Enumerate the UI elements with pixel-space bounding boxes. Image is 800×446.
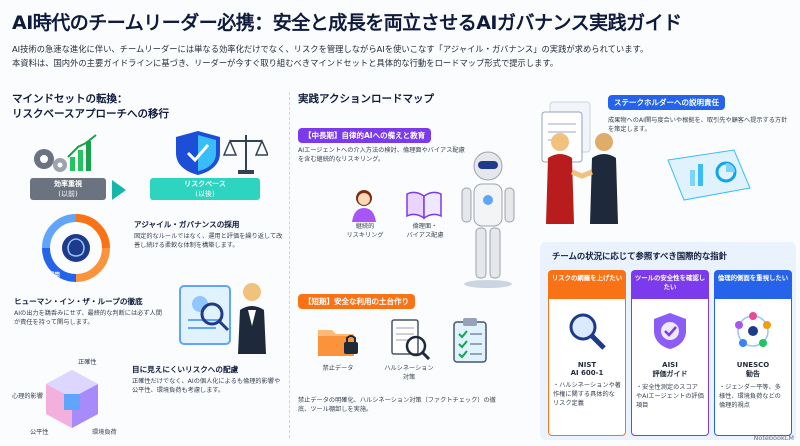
short-term-body: 禁止データの明確化、ハルシネーション対策（ファクトチェック）の徹底、ツール棚卸し…	[298, 397, 496, 413]
shield-check-icon	[650, 311, 690, 351]
page-title: AI時代のチームリーダー必携：安全と成長を両立させるAIガバナンス実践ガイド	[12, 12, 682, 34]
nist-name: NIST	[577, 361, 597, 369]
cube-label-accuracy: 正確性	[78, 359, 97, 366]
hidden-risk-body: 正確性だけでなく、AIの個人化によるも倫理的影響や公平性、環境負荷も考慮します。	[132, 378, 281, 394]
hallucination-label: ハルシネーション 対策	[376, 364, 442, 382]
hitl-block: ヒューマン・イン・ザ・ループの徹底 AIの出力を鵜呑みにせず、最終的な判断には必…	[14, 296, 164, 327]
footer-watermark: NotebookLM	[753, 434, 794, 442]
stakeholder-body: 成果物へのAI関与度合いや根拠を、取引先や顧客へ提示する方針を策定します。	[608, 117, 788, 133]
reskilling-person-icon	[346, 188, 382, 222]
reskilling-label-2: リスキリング	[346, 232, 384, 239]
intro-line-1: AI技術の急速な進化に伴い、チームリーダーには単なる効率化だけでなく、リスクを管…	[12, 44, 649, 54]
unesco-name: UNESCO	[736, 361, 770, 369]
agile-cycle-icon	[30, 212, 122, 282]
aisi-name-2: 評価ガイド	[652, 370, 688, 378]
arrow-icon	[112, 180, 126, 200]
mindset-heading: マインドセットの転換： リスクベースアプローチへの移行	[12, 92, 282, 122]
aisi-head: ツールの安全性を確認したい	[632, 271, 708, 299]
cube-label-environment: 環境負荷	[92, 429, 117, 436]
unesco-points: ・ジェンダー平等、多様性、環境負荷などの倫理的視点	[719, 384, 781, 409]
cube-label-psych: 心理的影響	[12, 393, 43, 400]
efficiency-gears-icon	[30, 133, 100, 175]
hitl-body: AIの出力を鵜呑みにせず、最終的な判断には必ず人間が責任を持って関与します。	[14, 310, 162, 326]
aisi-points: ・安全性測定のスコアやAIエージェントの評価項目	[636, 384, 704, 409]
reskilling-label-1: 継続的	[355, 223, 375, 230]
magnifier-icon	[567, 311, 607, 351]
cycle-label: 運用	[48, 272, 61, 279]
mid-term-tag: 【中長期】自律的AIへの備えと教育	[298, 128, 432, 143]
guidelines-heading: チームの状況に応じて参照すべき国際的な指針	[552, 251, 728, 261]
nist-head: リスクの網羅を上げたい	[549, 271, 625, 299]
stakeholder-tag: ステークホルダーへの説明責任	[608, 95, 725, 110]
agile-title: アジャイル・ガバナンスの採用	[134, 220, 240, 229]
agile-body: 固定的なルールではなく、運用と評価を繰り返して改善し続ける柔軟な体制を構築します…	[134, 233, 283, 249]
intro-line-2: 本資料は、国内外の主要ガイドラインに基づき、リーダーが今すぐ取り組むべきマインド…	[12, 58, 559, 68]
new-mindset-label: リスクベース (以後)	[150, 178, 260, 200]
guideline-card-nist: リスクの網羅を上げたい NIST AI 600-1 ・ハルシネーションや著作権に…	[548, 270, 626, 436]
guideline-card-aisi: ツールの安全性を確認したい AISI 評価ガイド ・安全性測定のスコアやAIエー…	[631, 270, 709, 436]
hidden-risk-title: 目に見えにくいリスクへの配慮	[132, 365, 239, 374]
book-icon	[405, 190, 443, 220]
hidden-risk-block: 目に見えにくいリスクへの配慮 正確性だけでなく、AIの個人化によるも倫理的影響や…	[132, 364, 282, 395]
bias-label-1: 倫理面・	[412, 223, 438, 230]
bias-label: 倫理面・ バイアス配慮	[394, 222, 456, 240]
intro-text: AI技術の急速な進化に伴い、チームリーダーには単なる効率化だけでなく、リスクを管…	[12, 42, 788, 70]
aisi-name: AISI	[662, 361, 678, 369]
unesco-head: 倫理的側面を重視したい	[715, 271, 791, 299]
roadmap-heading: 実践アクションロードマップ	[298, 93, 434, 105]
hologram-screen-icon	[664, 148, 754, 206]
hitl-title: ヒューマン・イン・ザ・ループの徹底	[14, 297, 143, 306]
handshake-icon	[538, 128, 628, 224]
mindset-heading-line-1: マインドセットの転換：	[12, 93, 128, 105]
new-mindset-text: リスクベース	[184, 180, 226, 188]
mid-term-body: AIエージェントへの介入方法の検討、倫理面やバイアス配慮を含む継続的なリスキリン…	[298, 147, 465, 163]
mindset-heading-line-2: リスクベースアプローチへの移行	[12, 108, 169, 120]
people-network-icon	[733, 311, 773, 351]
reskilling-label: 継続的 リスキリング	[334, 222, 396, 240]
old-mindset-label: 効率重視 (以前)	[30, 178, 106, 200]
robot-icon	[458, 150, 518, 290]
document-check-icon	[386, 318, 432, 361]
nist-name-2: AI 600-1	[570, 369, 604, 377]
human-review-icon	[176, 276, 276, 354]
unesco-name-2: 勧告	[746, 370, 760, 378]
clipboard-checklist-icon	[448, 316, 494, 366]
short-term-tag: 【短期】安全な利用の土台作り	[298, 294, 415, 309]
folder-lock-icon	[316, 322, 360, 360]
cube-label-fairness: 公平性	[30, 429, 49, 436]
new-mindset-sub: (以後)	[195, 190, 215, 198]
column-divider	[289, 92, 290, 438]
agile-block: アジャイル・ガバナンスの採用 固定的なルールではなく、運用と評価を繰り返して改善…	[134, 219, 284, 250]
guideline-card-unesco: 倫理的側面を重視したい UNESCO 勧告 ・ジェンダー平等、多様性、環境負荷な…	[714, 270, 792, 436]
hallucination-label-2: 対策	[402, 374, 416, 381]
bias-label-2: バイアス配慮	[406, 232, 444, 239]
prohibited-data-label: 禁止データ	[322, 365, 354, 372]
old-mindset-text: 効率重視	[54, 180, 82, 188]
shield-scale-icon	[168, 127, 270, 177]
risk-cube-icon	[12, 356, 132, 438]
nist-points: ・ハルシネーションや著作権に関する具体的なリスク定義	[553, 382, 621, 407]
old-mindset-sub: (以前)	[58, 190, 78, 198]
hallucination-label-1: ハルシネーション	[384, 365, 434, 372]
